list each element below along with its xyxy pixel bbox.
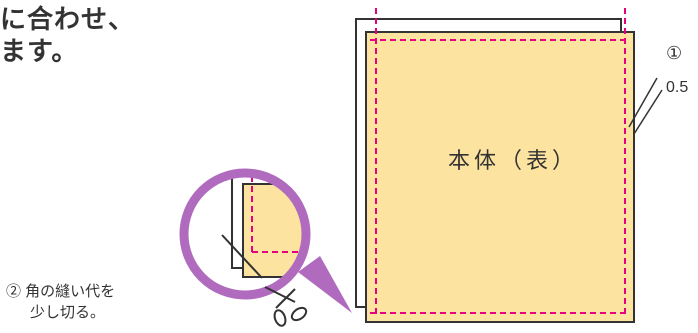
body-front-label: 本体（表） xyxy=(448,148,579,173)
step1-number: ① xyxy=(666,43,683,63)
step2-label-line1: ② 角の縫い代を xyxy=(6,283,116,300)
magnifier-circle xyxy=(179,168,311,300)
step1-pointer-line xyxy=(628,77,658,128)
scissors-icon xyxy=(264,286,308,327)
step1-pointer-line xyxy=(633,89,663,135)
instruction-text-line1: に合わせ、 xyxy=(0,4,136,34)
instruction-text-line2: ます。 xyxy=(0,36,79,66)
step2-label-line2: 少し切る。 xyxy=(30,304,106,321)
front-fabric-body xyxy=(365,31,635,323)
step1-seam-allowance: 0.5 xyxy=(666,79,689,96)
magnifier-pointer xyxy=(298,256,352,313)
